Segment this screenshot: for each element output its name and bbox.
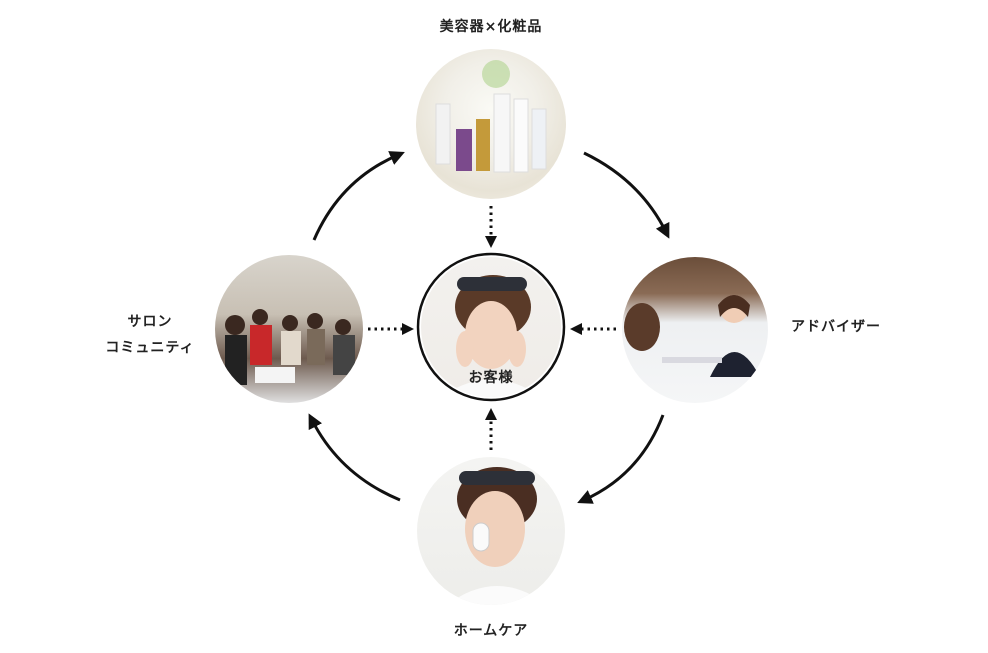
label-salon-community: サロン コミュニティ: [90, 309, 210, 361]
homecare-photo: [417, 457, 565, 605]
label-salon: サロン: [127, 314, 173, 330]
salon-community-photo: [215, 255, 363, 403]
homecare-illustration: [447, 467, 547, 605]
label-advisor: アドバイザー: [791, 319, 881, 335]
advisor-illustration: [624, 295, 760, 377]
arrow-homecare-to-salon: [308, 413, 401, 502]
label-community: コミュニティ: [105, 340, 195, 356]
arrow-salon-to-products: [312, 151, 405, 241]
label-customer: お客様: [468, 370, 514, 386]
customer-illustration: [441, 275, 541, 397]
cosmetics-bottles-illustration: [435, 60, 547, 173]
arrow-products-to-advisor: [583, 151, 670, 239]
arrow-advisor-to-homecare: [577, 414, 665, 504]
customer-ring: [416, 252, 566, 402]
label-home-care: ホームケア: [453, 623, 529, 639]
advisor-photo: [622, 257, 768, 403]
label-beauty-devices-cosmetics: 美容器×化粧品: [439, 19, 543, 35]
customer-photo: [421, 257, 561, 397]
party-illustration: [225, 309, 355, 385]
products-photo: [416, 49, 566, 199]
